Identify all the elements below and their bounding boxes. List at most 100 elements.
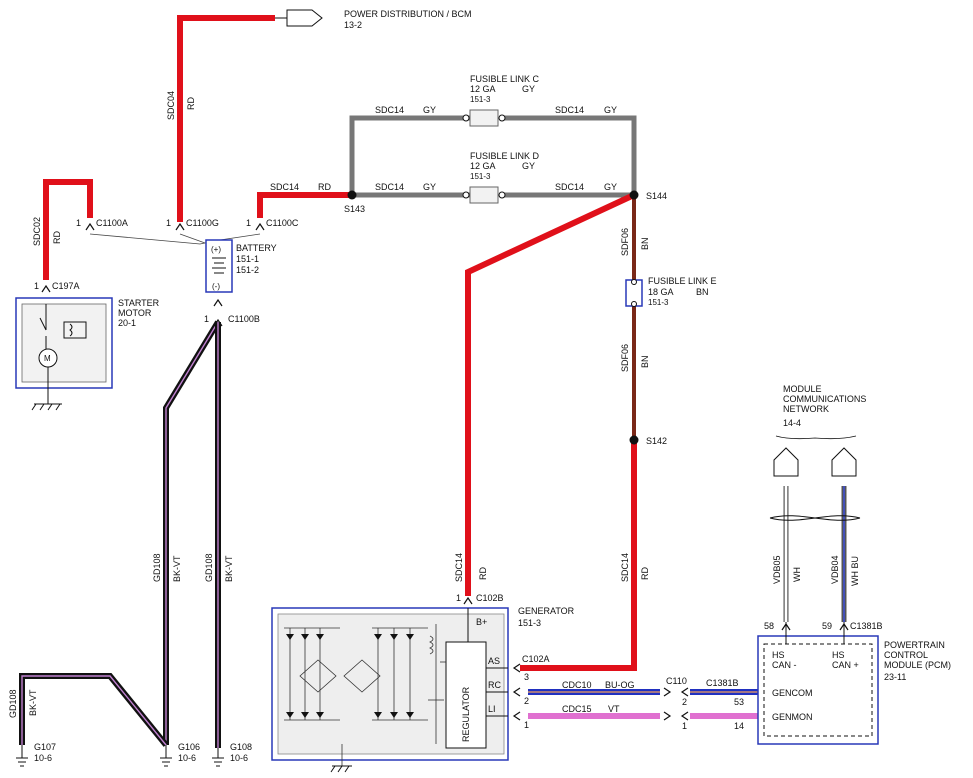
conn-c110: C110 (666, 676, 687, 686)
fusible-e-color: BN (696, 287, 709, 297)
wire-label-bkvt2: BK-VT (224, 555, 234, 582)
pin-1-s: 1 (34, 281, 39, 291)
ground-g108-label: G108 (230, 742, 252, 752)
wire-sdc14-bplus (465, 192, 636, 596)
starter-ref: 20-1 (118, 318, 136, 328)
generator (271, 607, 509, 766)
wire-label-buog: BU-OG (605, 680, 635, 690)
wire-label-sdc14c: SDC14 (555, 105, 584, 115)
fusible-c-ref: 151-3 (470, 95, 491, 104)
conn-c1100a: C1100A (96, 218, 128, 228)
fusible-c-title: FUSIBLE LINK C (470, 74, 540, 84)
fusible-link-c (462, 109, 506, 127)
wire-sdc14-battery (257, 192, 352, 218)
pcm-gencom: GENCOM (772, 688, 813, 698)
network-l2: COMMUNICATIONS (783, 394, 866, 404)
pin-1-c: 1 (246, 218, 251, 228)
pcm-l2: CONTROL (884, 650, 928, 660)
battery-minus: (-) (212, 282, 220, 291)
pcm-module (757, 622, 879, 745)
fusible-e-gauge: 18 GA (648, 287, 674, 297)
network-connector-left (773, 447, 799, 477)
network-l1: MODULE (783, 384, 822, 394)
wire-gd108-g107 (19, 673, 169, 747)
wire-label-gy3: GY (423, 182, 436, 192)
battery-title: BATTERY (236, 243, 277, 253)
ground-symbol (31, 390, 62, 411)
pin-1-gen: 1 (456, 593, 461, 603)
wire-sdc14-as (520, 440, 637, 671)
wire-label-gd108a: GD108 (152, 553, 162, 582)
pin-59: 59 (822, 621, 832, 631)
regulator-label: REGULATOR (461, 686, 471, 742)
wire-label-gd108b: GD108 (204, 553, 214, 582)
wire-sdc14-gy-upper (349, 115, 470, 195)
conn-c102a: C102A (522, 654, 550, 664)
wire-label-sdc14a: SDC14 (270, 182, 299, 192)
pcm-can-plus: CAN + (832, 660, 859, 670)
fusible-c-gauge: 12 GA (470, 84, 496, 94)
conn-c1381b-top: C1381B (850, 621, 883, 631)
wire-label-bn1: BN (640, 237, 650, 250)
power-dist-ref: 13-2 (344, 20, 362, 30)
battery-plus: (+) (211, 245, 221, 254)
battery-ref2: 151-2 (236, 265, 259, 275)
wire-label-vt: VT (608, 704, 620, 714)
svg-text:M: M (44, 354, 51, 363)
wire-label-cdc15: CDC15 (562, 704, 592, 714)
wire-label-bkvt3: BK-VT (28, 689, 38, 716)
battery-ref1: 151-1 (236, 254, 259, 264)
wire-label-vdb05: VDB05 (772, 555, 782, 584)
pin-1-a: 1 (76, 218, 81, 228)
wire-label-gy1: GY (423, 105, 436, 115)
fusible-d-title: FUSIBLE LINK D (470, 151, 540, 161)
wire-label-sdc14g: SDC14 (620, 553, 630, 582)
network-ref: 14-4 (783, 418, 801, 428)
wire-label-sdc14f: SDC14 (454, 553, 464, 582)
fusible-e-title: FUSIBLE LINK E (648, 276, 717, 286)
splice-s142-label: S142 (646, 436, 667, 446)
splice-s144 (629, 190, 639, 200)
ground-g108-ref: 10-6 (230, 753, 248, 763)
pin-3: 3 (524, 672, 529, 682)
power-dist-title: POWER DISTRIBUTION / BCM (344, 9, 472, 19)
wire-label-gy2: GY (604, 105, 617, 115)
wire-gd108-g106 (163, 320, 221, 745)
wire-sdc02 (43, 179, 93, 280)
pcm-can-minus: CAN - (772, 660, 797, 670)
starter-title: STARTER (118, 298, 160, 308)
pin-14: 14 (734, 721, 744, 731)
ground-g107 (16, 745, 28, 767)
pcm-ref: 23-11 (884, 672, 906, 682)
conn-c197a: C197A (52, 281, 80, 291)
wire-label-sdc14d: SDC14 (375, 182, 404, 192)
wire-label-vdb04: VDB04 (830, 555, 840, 584)
wire-label-sdc14e: SDC14 (555, 182, 584, 192)
wire-label-whbu: WH BU (850, 556, 860, 586)
pin-1-b: 1 (204, 314, 209, 324)
ground-g106-label: G106 (178, 742, 200, 752)
gen-bplus: B+ (476, 617, 487, 627)
battery (205, 239, 233, 293)
wire-label-rd5: RD (640, 567, 650, 580)
wire-label-rd2: RD (52, 231, 62, 244)
pin-2-c110: 2 (682, 697, 687, 707)
pcm-hs2: HS (832, 650, 845, 660)
wire-label-wh: WH (792, 567, 802, 582)
wire-sdc04 (177, 15, 275, 222)
battery-thin-lines (89, 233, 261, 245)
network-brace (775, 435, 857, 440)
splice-s143-label: S143 (344, 204, 365, 214)
wire-label-rd3: RD (318, 182, 331, 192)
wire-label-cdc10: CDC10 (562, 680, 592, 690)
generator-title: GENERATOR (518, 606, 575, 616)
network-l3: NETWORK (783, 404, 829, 414)
splice-s142 (629, 435, 639, 445)
wire-sdc14-gy-upper-r (500, 115, 637, 195)
fusible-e-ref: 151-3 (648, 298, 669, 307)
gen-li: LI (488, 704, 496, 714)
conn-c1381b: C1381B (706, 678, 739, 688)
ground-g106 (160, 745, 172, 767)
ground-g106-ref: 10-6 (178, 753, 196, 763)
